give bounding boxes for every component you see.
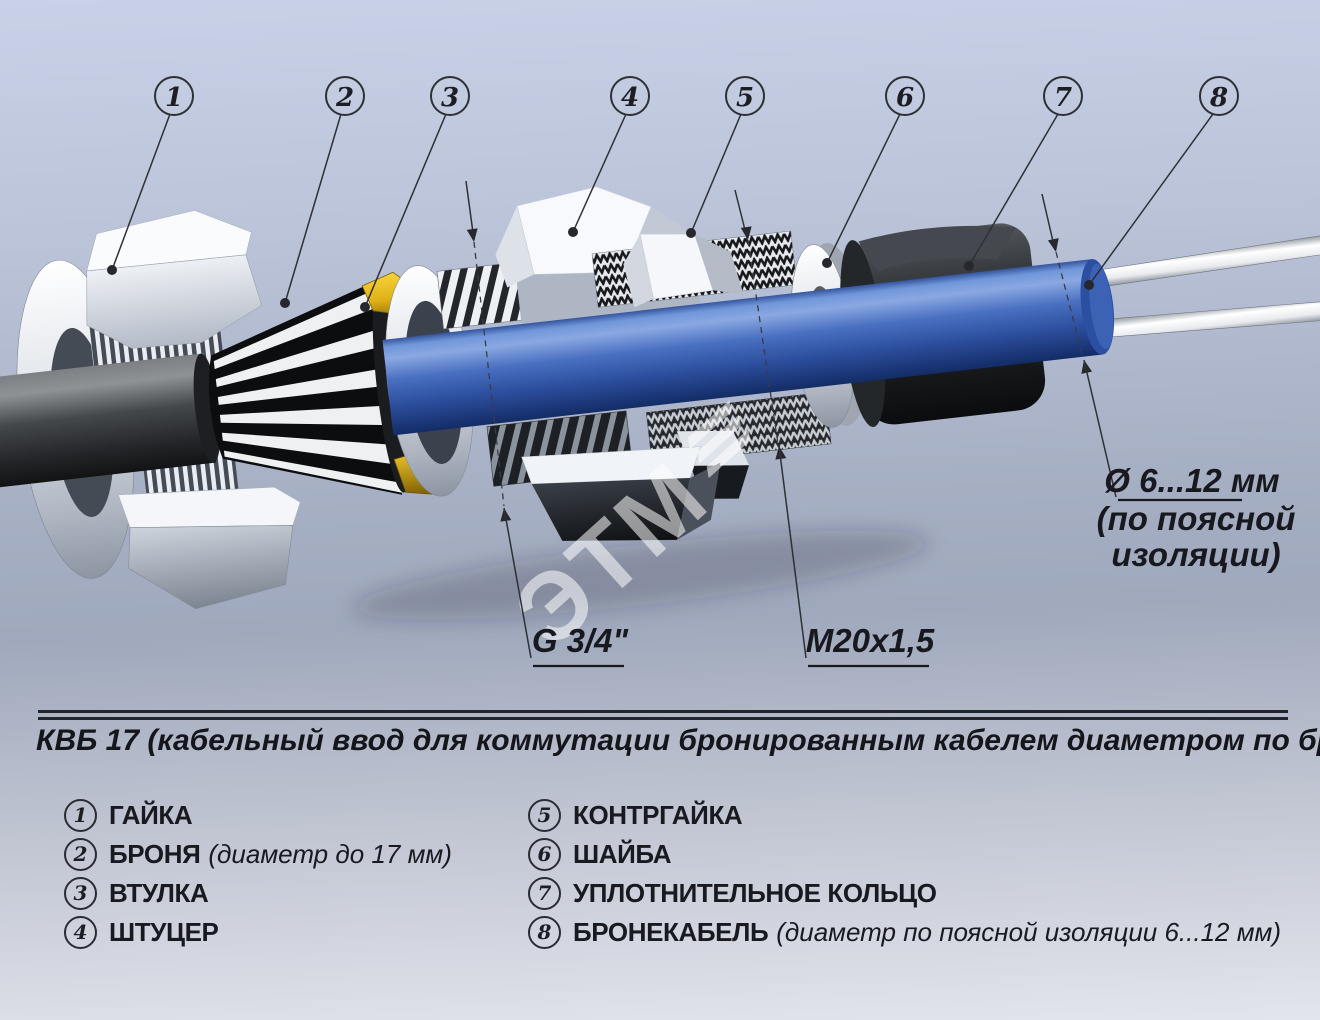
legend-item-4: 4 ШТУЦЕР	[64, 915, 219, 949]
callout-4: 4	[568, 76, 650, 237]
dimension-diameter: Ø 6...12 мм (по поясной изоляции)	[1041, 193, 1296, 573]
callout-2: 2	[280, 76, 365, 308]
watermark-logo-bars	[687, 400, 751, 479]
legend-item-5: 5 КОНТРГАЙКА	[528, 798, 743, 832]
legend-note-8: (диаметр по поясной изоляции 6...12 мм)	[776, 916, 1282, 947]
caption-divider	[38, 710, 1288, 720]
callout-5-number: 5	[736, 83, 754, 113]
callout-7-number: 7	[1054, 83, 1072, 113]
ground-shadow	[352, 530, 929, 620]
legend-number-6: 6	[528, 837, 561, 871]
legend-number-1: 1	[64, 798, 97, 832]
legend-label-7: УПЛОТНИТЕЛЬНОЕ КОЛЬЦО	[573, 877, 937, 908]
legend-item-8: 8 БРОНЕКАБЕЛЬ (диаметр по поясной изоляц…	[528, 915, 1281, 949]
legend-number-3: 3	[64, 876, 97, 910]
legend-item-2: 2 БРОНЯ (диаметр до 17 мм)	[64, 837, 452, 871]
legend-label-3: ВТУЛКА	[109, 877, 209, 908]
nut-front-block	[117, 486, 301, 610]
callout-8-number: 8	[1209, 83, 1228, 113]
diameter-label-line2: (по поясной	[1097, 500, 1296, 537]
legend-item-3: 3 ВТУЛКА	[64, 876, 209, 910]
legend-label-1: ГАЙКА	[109, 799, 193, 830]
legend-number-5: 5	[528, 798, 561, 832]
legend-label-5: КОНТРГАЙКА	[573, 799, 743, 830]
armored-cable-wires	[1088, 232, 1320, 339]
callout-8: 8	[1084, 76, 1239, 290]
fitting-bottom	[521, 446, 721, 541]
legend-item-7: 7 УПЛОТНИТЕЛЬНОЕ КОЛЬЦО	[528, 876, 937, 910]
diameter-label-line3: изоляции)	[1111, 536, 1280, 573]
dimension-m20-thread: M20x1,5	[734, 189, 935, 668]
legend-number-4: 4	[64, 915, 97, 949]
callout-5: 5	[686, 76, 765, 238]
callout-3-number: 3	[441, 83, 459, 113]
callout-1-number: 1	[165, 83, 183, 113]
callout-2-number: 2	[335, 83, 354, 113]
product-title: КВБ 17 (кабельный ввод для коммутации бр…	[36, 724, 1320, 757]
legend-label-6: ШАЙБА	[573, 838, 672, 869]
legend-label-8: БРОНЕКАБЕЛЬ	[573, 916, 769, 947]
dimension-g-thread: G 3/4"	[465, 180, 629, 668]
legend-number-8: 8	[528, 915, 561, 949]
legend-number-2: 2	[64, 837, 97, 871]
legend-note-2: (диаметр до 17 мм)	[208, 838, 452, 869]
legend-label-4: ШТУЦЕР	[109, 916, 219, 947]
callout-1: 1	[107, 76, 194, 275]
assembly-drawing: ЭТМ G 3/4" M20x1,5 Ø 6...12 мм (по пояс	[0, 76, 1320, 668]
legend-number-7: 7	[528, 876, 561, 910]
legend-item-1: 1 ГАЙКА	[64, 798, 193, 832]
g-thread-label: G 3/4"	[532, 622, 629, 659]
callout-6-number: 6	[896, 83, 914, 113]
legend-item-6: 6 ШАЙБА	[528, 837, 671, 871]
callout-4-number: 4	[621, 83, 639, 113]
m20-thread-label: M20x1,5	[806, 622, 935, 659]
callout-6: 6	[822, 76, 925, 268]
legend-label-2: БРОНЯ	[109, 838, 201, 869]
assembly-group	[0, 186, 1320, 620]
diameter-label-line1: Ø 6...12 мм	[1104, 462, 1279, 499]
callout-7: 7	[964, 76, 1083, 271]
callout-3: 3	[360, 76, 470, 312]
